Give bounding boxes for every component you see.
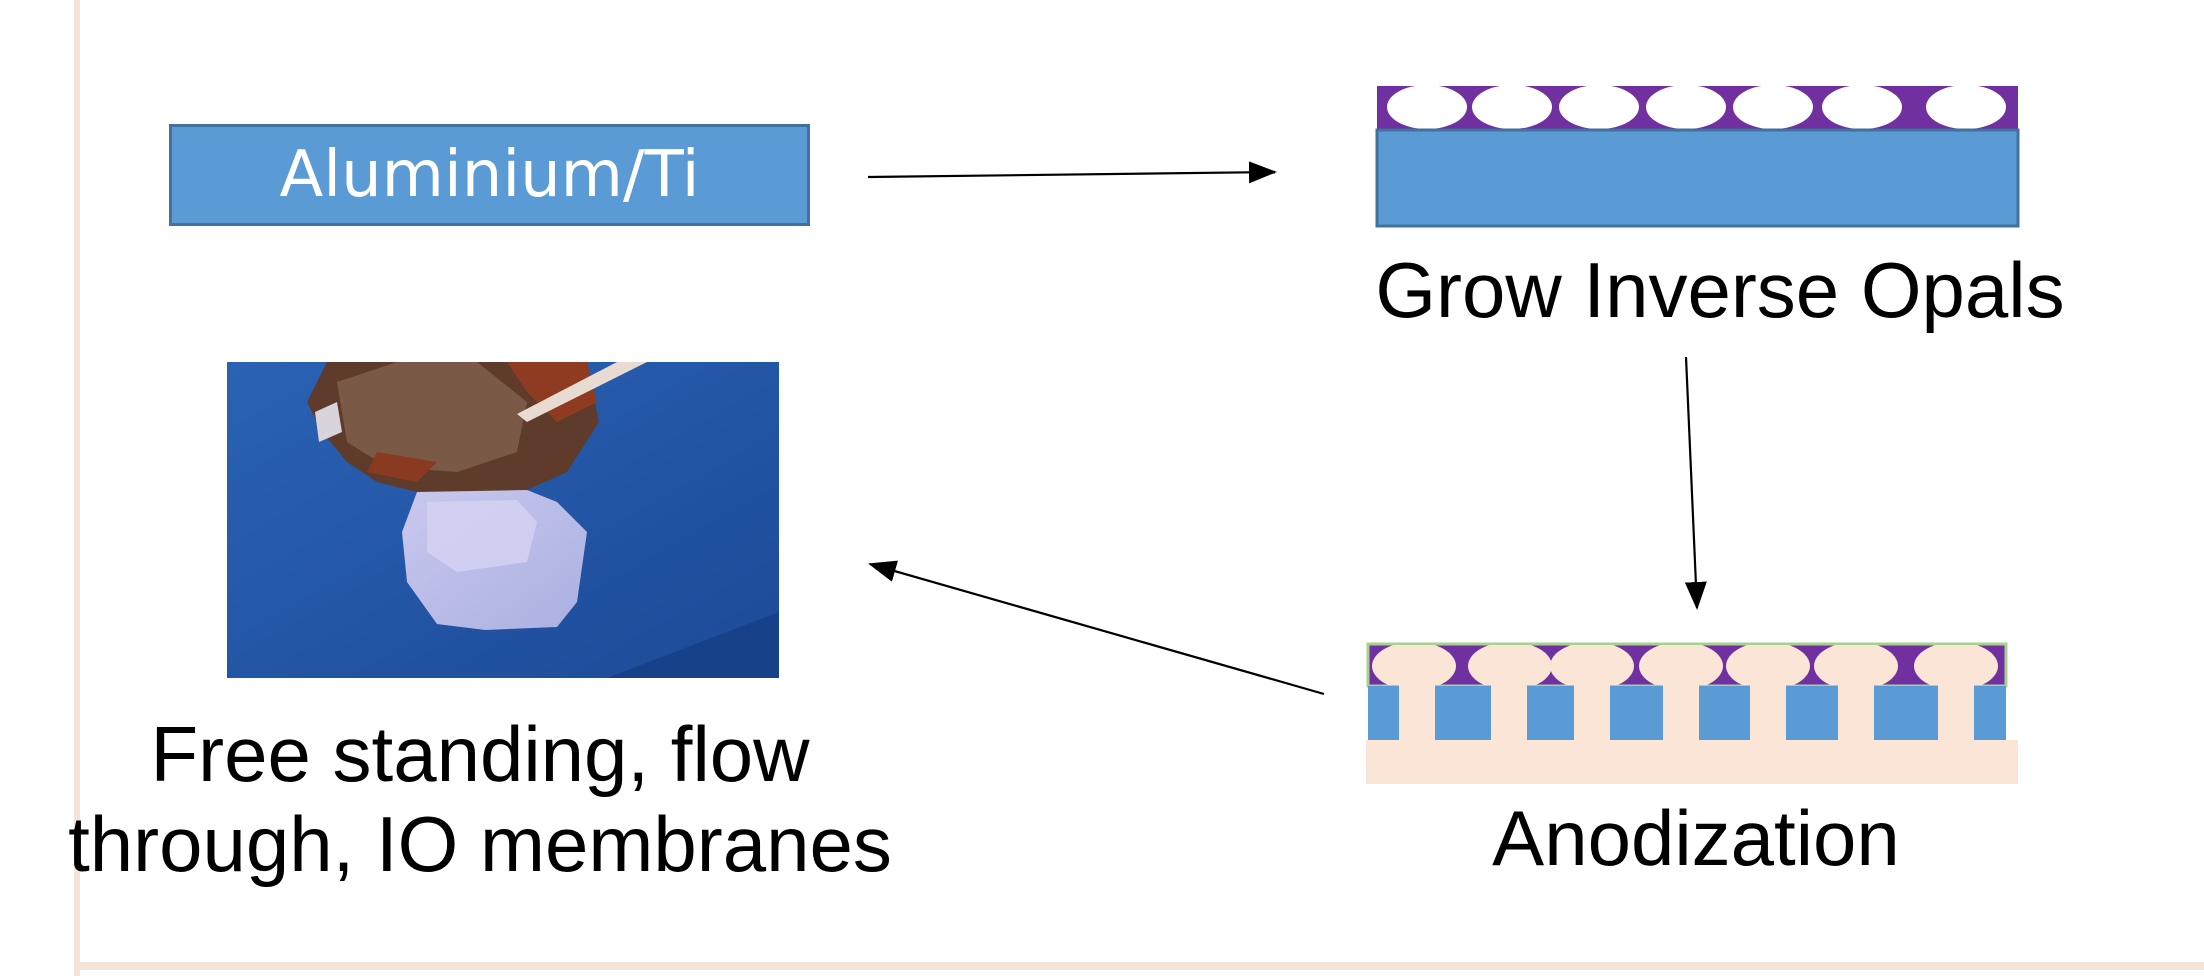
result-label-line2: through, IO membranes	[68, 799, 892, 888]
pore-pillar	[1838, 680, 1874, 742]
pore-pillar	[1938, 680, 1974, 742]
pore-cap	[1550, 645, 1634, 685]
step-anodization-label: Anodization	[1492, 794, 1900, 882]
opal-sphere	[1822, 86, 1902, 129]
arrow-icon	[867, 161, 1277, 184]
pore-pillar	[1491, 680, 1527, 742]
pore-pillar	[1750, 680, 1786, 742]
pore-cap	[1372, 645, 1456, 685]
opal-sphere	[1733, 86, 1813, 129]
opal-sphere	[1559, 86, 1639, 129]
inverse-opal-diagram	[1375, 86, 2020, 228]
substrate-box: Aluminium/Ti	[169, 124, 810, 226]
substrate-label: Aluminium/Ti	[279, 138, 700, 212]
anodized-base	[1366, 740, 2018, 784]
slide-frame-bottom	[74, 962, 2204, 970]
result-label-line1: Free standing, flow	[150, 710, 810, 798]
opal-substrate	[1375, 128, 2020, 228]
opal-sphere	[1387, 86, 1467, 129]
opal-sphere	[1472, 86, 1552, 129]
step-grow-label: Grow Inverse Opals	[1375, 246, 2065, 334]
result-label: Free standing, flow through, IO membrane…	[30, 710, 930, 889]
pore-cap	[1814, 645, 1898, 685]
membrane-photo	[227, 362, 779, 678]
pore-pillar	[1574, 680, 1610, 742]
pore-cap	[1468, 645, 1552, 685]
pore-cap	[1726, 645, 1810, 685]
opal-sphere	[1926, 86, 2006, 129]
arrow-icon	[1684, 356, 1707, 610]
pore-pillar	[1399, 680, 1435, 742]
pore-cap	[1639, 645, 1723, 685]
anodized-diagram	[1366, 642, 2018, 784]
arrow-icon	[868, 560, 1325, 696]
pore-pillar	[1663, 680, 1699, 742]
pore-cap	[1914, 645, 1998, 685]
opal-sphere	[1646, 86, 1726, 129]
slide-frame-left	[74, 0, 80, 976]
